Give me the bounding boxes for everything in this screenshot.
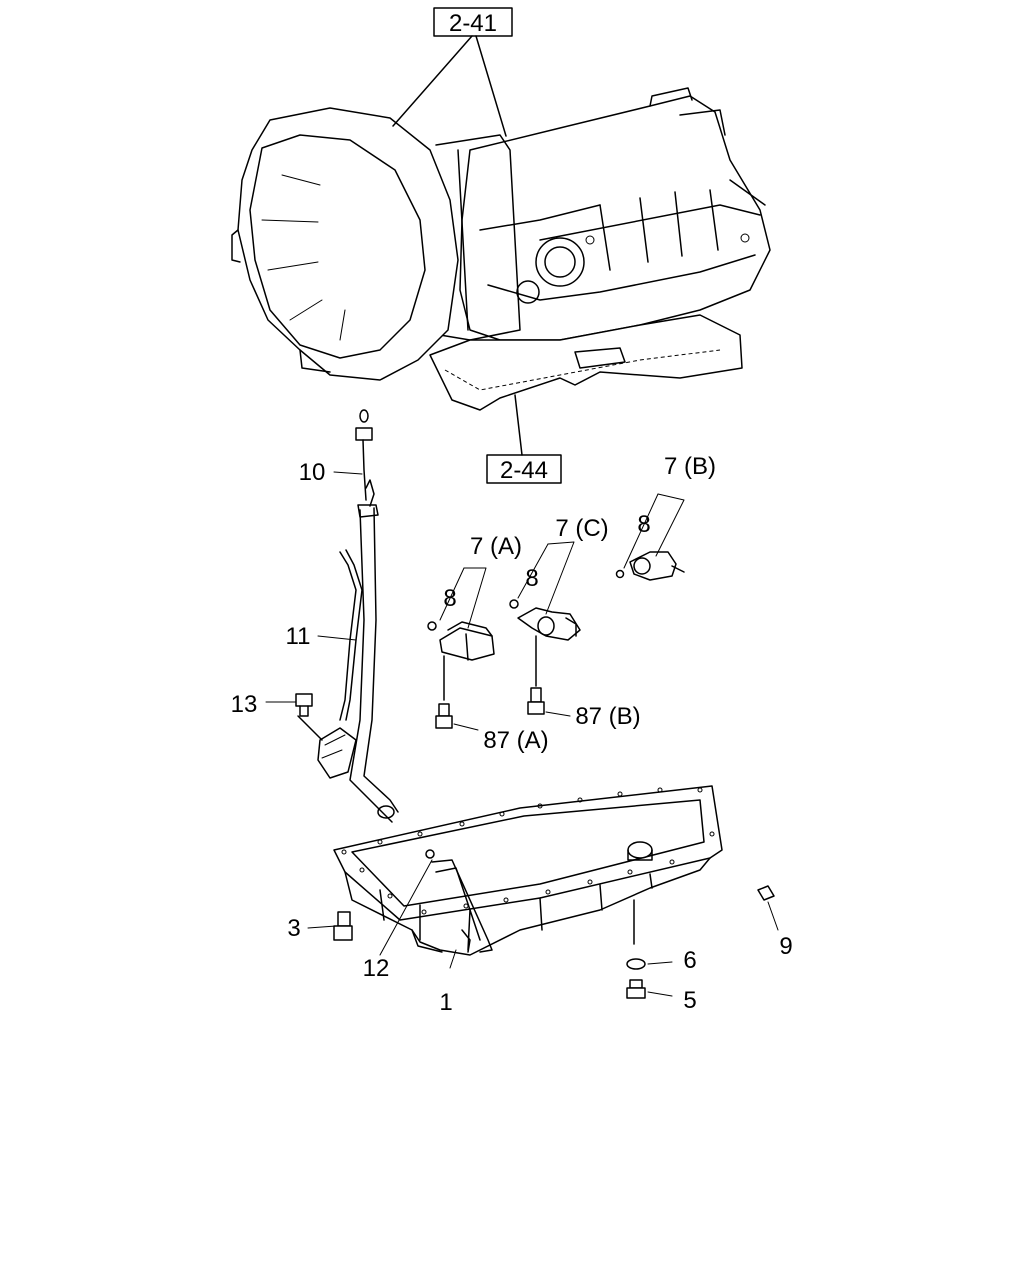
solenoid-7b [615, 551, 685, 581]
callout-8a: 8 [443, 585, 456, 612]
callout-8b: 8 [637, 511, 650, 538]
dipstick [355, 409, 375, 507]
oil-pan [333, 785, 723, 956]
callout-11: 11 [286, 623, 311, 650]
transmission-assembly [231, 87, 771, 411]
callout-9: 9 [779, 933, 792, 960]
solenoid-7a [427, 621, 495, 701]
callout-7a: 7 (A) [470, 533, 522, 560]
callout-87a: 87 (A) [483, 727, 548, 754]
callout-7b: 7 (B) [664, 453, 716, 480]
ref-label-bottom: 2-44 [500, 457, 548, 484]
leader-lines [265, 471, 779, 997]
callout-5: 5 [683, 987, 696, 1014]
callout-3: 3 [287, 915, 300, 942]
bolt-87b [527, 687, 545, 715]
solenoid-7c [509, 599, 581, 687]
leader-2-44 [514, 394, 523, 456]
callout-13: 13 [231, 691, 258, 718]
bolt-3 [333, 911, 353, 941]
callout-10: 10 [299, 459, 326, 486]
callout-12: 12 [363, 955, 390, 982]
drain-plug-5 [626, 979, 646, 999]
filler-tube [317, 504, 399, 823]
gasket-12 [425, 849, 435, 859]
callout-6: 6 [683, 947, 696, 974]
bolt-13 [295, 693, 323, 741]
reference-box-2-41[interactable]: 2-41 [433, 7, 513, 37]
callout-7c: 7 (C) [555, 515, 608, 542]
callout-8c: 8 [525, 565, 538, 592]
ref-label-top: 2-41 [449, 10, 497, 37]
callout-87b: 87 (B) [575, 703, 640, 730]
clip-9 [757, 885, 775, 901]
leader-2-41-right [475, 35, 507, 137]
reference-box-2-44[interactable]: 2-44 [486, 454, 562, 484]
callout-1: 1 [439, 989, 452, 1016]
bolt-87a [435, 703, 453, 729]
washer-6 [626, 958, 646, 970]
leader-2-41-left [392, 35, 473, 127]
